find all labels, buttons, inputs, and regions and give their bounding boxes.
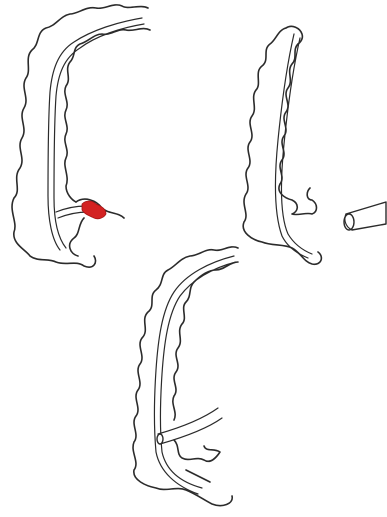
panel-1 [12, 5, 150, 267]
panel-1-lesion [82, 201, 106, 219]
panel-2-endoscope-line-b [281, 38, 312, 254]
panel-3-colon-lower-loop [174, 440, 220, 482]
panel-2 [243, 26, 386, 264]
panel-3-colon-inner-wall [173, 262, 238, 420]
panel-2-colon-inner-wall [279, 44, 317, 215]
panel-3-colon-outer-wall [133, 247, 238, 506]
overtube [157, 408, 222, 444]
panel-2-endoscope-line-a [275, 34, 308, 258]
panel-3 [133, 247, 238, 506]
panel-1-colon-inner-wall [65, 29, 150, 202]
endoscope-tip-outside [344, 202, 386, 230]
